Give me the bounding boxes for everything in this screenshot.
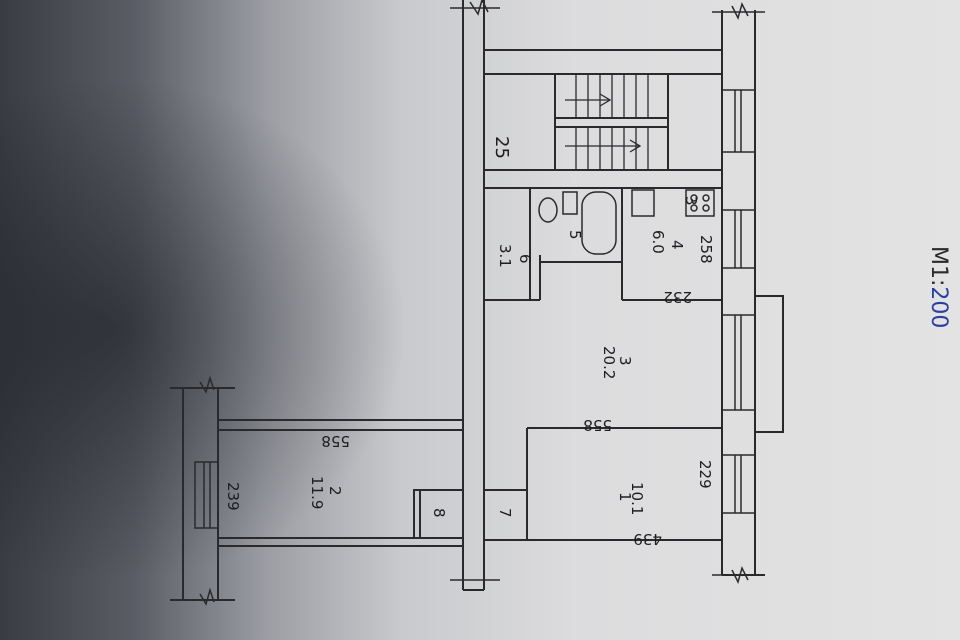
scale-prefix: M1: <box>926 246 951 286</box>
dim-room2-width: 239 <box>224 482 242 511</box>
room6-id: 6 <box>516 254 534 264</box>
room2-area: 11.9 <box>308 476 326 509</box>
closet8-id: 8 <box>430 508 448 518</box>
stair-mark: 25 <box>491 136 512 159</box>
room2-id: 2 <box>326 486 344 496</box>
kitchen-label: 3 <box>682 196 700 206</box>
closet7-id: 7 <box>496 508 514 518</box>
bathtub <box>581 191 617 255</box>
dim-room4-width: 258 <box>697 235 715 264</box>
scale-label: M1:200 <box>926 246 951 328</box>
dim-room2-length: 558 <box>321 432 350 450</box>
balcony <box>754 295 784 433</box>
dim-room3-length: 558 <box>583 416 612 434</box>
windows <box>194 89 756 529</box>
break-marks <box>199 0 765 606</box>
room6-area: 3.1 <box>496 244 514 268</box>
room4-id: 4 <box>668 240 686 250</box>
fixtures <box>538 189 715 255</box>
sink <box>562 191 578 215</box>
closet-8 <box>413 489 464 539</box>
dim-room1-width: 229 <box>696 460 714 489</box>
room4-area: 6.0 <box>649 230 667 254</box>
room1-area: 10.1 <box>628 482 646 515</box>
stove <box>685 189 715 217</box>
room3-area: 20.2 <box>600 346 618 379</box>
dim-room1-length: 439 <box>633 530 662 548</box>
scale-value: 200 <box>926 286 951 328</box>
dim-room4-length: 232 <box>663 288 692 306</box>
kitchen-sink <box>631 189 655 217</box>
room3-id: 3 <box>616 356 634 366</box>
room5-id: 5 <box>566 230 584 240</box>
stair-treads <box>565 74 649 170</box>
room1-label: 1 <box>616 492 634 502</box>
toilet <box>538 197 558 223</box>
closet-7 <box>483 489 528 541</box>
room1-id: 1 <box>616 492 634 502</box>
